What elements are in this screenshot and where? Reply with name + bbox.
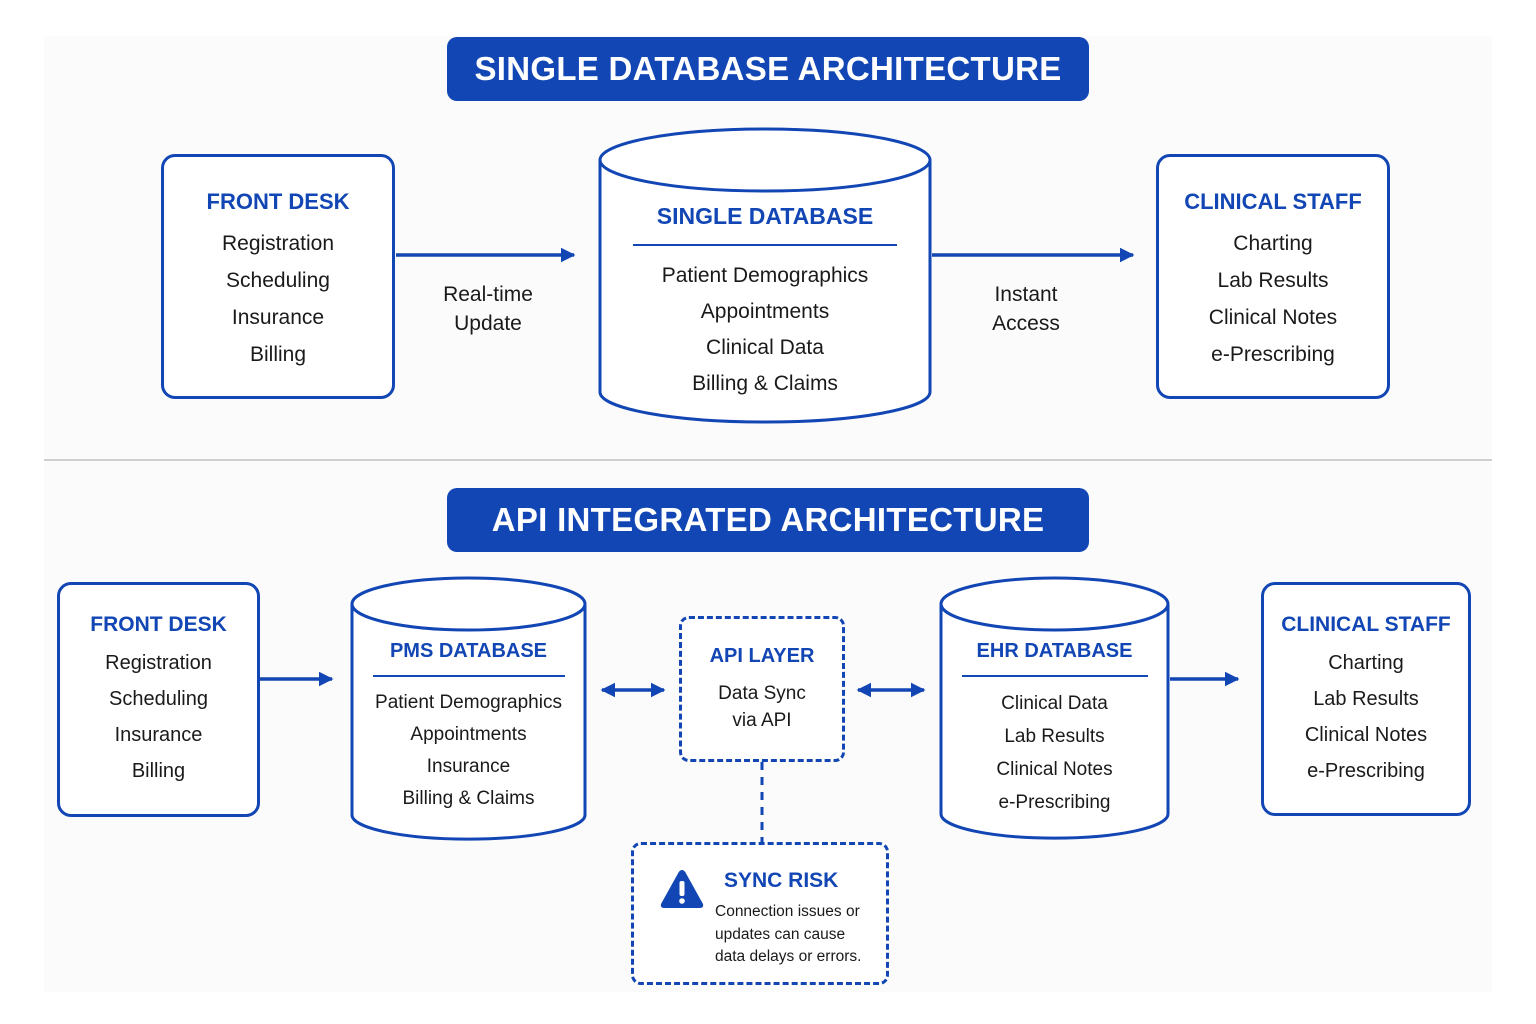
clinical-staff-item: Lab Results: [1217, 269, 1329, 292]
clinical-staff-item: Charting: [1233, 232, 1313, 255]
front-desk-item: Registration: [105, 652, 212, 674]
clinical-staff-title: CLINICAL STAFF: [1184, 189, 1362, 214]
front-desk-item: Insurance: [114, 724, 203, 746]
database-item: Patient Demographics: [661, 264, 869, 287]
sync-risk-title: SYNC RISK: [724, 869, 839, 892]
single-database-content: SINGLE DATABASE Patient Demographics App…: [600, 203, 930, 402]
title-rule: [372, 675, 565, 677]
label-line: Real-time: [443, 283, 533, 306]
front-desk-title: FRONT DESK: [206, 189, 350, 214]
pms-item: Patient Demographics: [375, 692, 562, 713]
front-desk-item: Scheduling: [226, 269, 330, 292]
sync-risk-line: updates can cause: [715, 925, 846, 943]
label-line: Instant: [994, 283, 1058, 306]
clinical-staff-item: Charting: [1328, 652, 1404, 674]
front-desk-item: Scheduling: [109, 688, 208, 710]
clinical-staff-box: CLINICAL STAFF Charting Lab Results Clin…: [1156, 154, 1390, 399]
database-item: Clinical Data: [706, 336, 824, 359]
label-line: Access: [992, 312, 1060, 335]
clinical-staff-item: Clinical Notes: [1208, 306, 1338, 329]
ehr-database-title: EHR DATABASE: [976, 640, 1133, 662]
single-database-banner: SINGLE DATABASE ARCHITECTURE: [447, 37, 1089, 101]
sync-risk-line: Connection issues or: [715, 903, 860, 920]
pms-item: Billing & Claims: [402, 788, 535, 809]
ehr-item: Clinical Data: [1001, 693, 1108, 714]
front-desk-item: Registration: [221, 232, 335, 255]
sync-risk-text: Connection issues or updates can cause d…: [715, 901, 861, 969]
pms-database-cylinder: [350, 576, 587, 841]
pms-database-content: PMS DATABASE Patient Demographics Appoin…: [352, 640, 585, 815]
clinical-staff-title: CLINICAL STAFF: [1281, 613, 1451, 636]
single-database-cylinder: [598, 127, 932, 424]
api-integrated-banner: API INTEGRATED ARCHITECTURE: [447, 488, 1089, 552]
front-desk-box: FRONT DESK Registration Scheduling Insur…: [57, 582, 260, 817]
ehr-item: Clinical Notes: [996, 759, 1113, 780]
clinical-staff-item: e-Prescribing: [1307, 760, 1425, 782]
clinical-staff-item: Clinical Notes: [1304, 724, 1428, 746]
ehr-database-cylinder: [939, 576, 1170, 840]
banner-title: SINGLE DATABASE ARCHITECTURE: [474, 50, 1062, 87]
instant-access-label: Instant Access: [956, 280, 1096, 338]
ehr-database-content: EHR DATABASE Clinical Data Lab Results C…: [941, 640, 1168, 819]
clinical-staff-item: Lab Results: [1313, 688, 1419, 710]
api-layer-line: via API: [732, 710, 792, 731]
database-item: Billing & Claims: [692, 372, 838, 395]
api-layer-title: API LAYER: [709, 645, 815, 667]
section-divider: [44, 459, 1492, 461]
ehr-item: Lab Results: [1004, 726, 1105, 747]
sync-risk-line: data delays or errors.: [715, 948, 862, 965]
sync-risk-box: SYNC RISK Connection issues or updates c…: [631, 842, 889, 985]
title-rule: [961, 675, 1148, 677]
title-rule: [633, 244, 897, 246]
front-desk-item: Billing: [131, 760, 186, 782]
pms-item: Insurance: [426, 756, 511, 777]
database-item: Appointments: [700, 300, 830, 323]
warning-icon: [660, 870, 704, 908]
realtime-update-label: Real-time Update: [418, 280, 558, 338]
pms-database-title: PMS DATABASE: [389, 640, 548, 662]
pms-item: Appointments: [410, 724, 527, 745]
clinical-staff-item: e-Prescribing: [1211, 343, 1335, 366]
single-database-title: SINGLE DATABASE: [656, 203, 874, 229]
api-layer-box: API LAYER Data Sync via API: [679, 616, 845, 762]
front-desk-title: FRONT DESK: [90, 613, 227, 636]
front-desk-item: Billing: [249, 343, 307, 366]
label-line: Update: [454, 312, 522, 335]
clinical-staff-box: CLINICAL STAFF Charting Lab Results Clin…: [1261, 582, 1471, 816]
front-desk-box: FRONT DESK Registration Scheduling Insur…: [161, 154, 395, 399]
banner-title: API INTEGRATED ARCHITECTURE: [491, 501, 1045, 538]
ehr-item: e-Prescribing: [998, 792, 1111, 813]
front-desk-item: Insurance: [231, 306, 325, 329]
api-layer-line: Data Sync: [718, 683, 806, 704]
